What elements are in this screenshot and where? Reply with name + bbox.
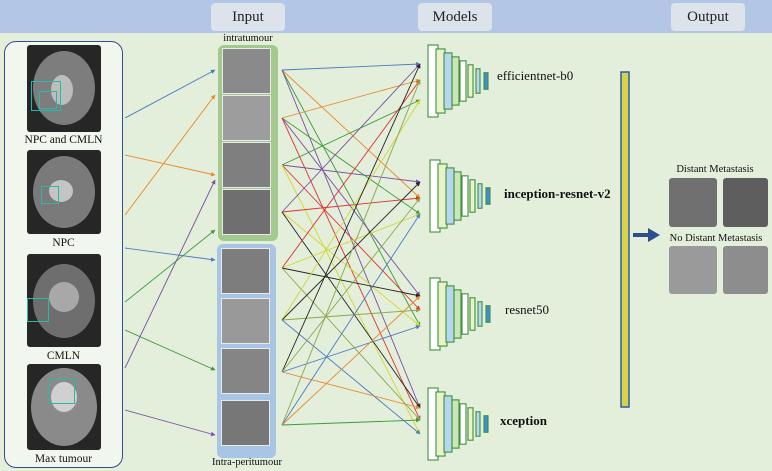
connection-line [281, 213, 421, 426]
model-label-efficientnet: efficientnet-b0 [497, 68, 574, 83]
intratumour-label: intratumour [223, 33, 273, 44]
connection-line [281, 164, 421, 311]
caption-npc: NPC [52, 237, 75, 249]
intratumour-group [218, 45, 278, 241]
input-header: Input [211, 3, 285, 31]
model-layer [445, 285, 455, 343]
model-layer [483, 72, 489, 90]
scan-max-tumour [27, 364, 101, 450]
caption-npc-cmln: NPC and CMLN [24, 134, 103, 146]
model-layer [461, 175, 469, 217]
model-layer [443, 52, 453, 110]
caption-max-tumour: Max tumour [34, 453, 93, 465]
result-arrow [633, 228, 660, 242]
connection-line [124, 69, 216, 119]
connection-line [281, 295, 421, 426]
caption-cmln: CMLN [46, 350, 81, 362]
model-layer [451, 56, 460, 106]
connection-line [281, 69, 421, 409]
connection-line [281, 69, 421, 199]
intratumour-patch [222, 142, 271, 188]
connection-line [281, 69, 421, 327]
connection-line [124, 409, 216, 437]
connection-line [281, 211, 421, 409]
connection-line [281, 117, 421, 215]
model-layer [477, 183, 483, 209]
connection-line [281, 79, 421, 426]
connection-line [281, 319, 421, 435]
model-layer [461, 293, 469, 335]
connection-line [124, 94, 216, 216]
model-label-resnet50: resnet50 [505, 302, 550, 317]
output-no-distant-patch [669, 246, 717, 294]
models-header: Models [418, 3, 492, 31]
connection-line [281, 197, 421, 373]
connection-line [281, 325, 421, 373]
model-layer [477, 301, 483, 327]
peritumour-patch [221, 298, 270, 344]
intra-peritumour-label: Intra-peritumour [212, 457, 282, 468]
header-bar [0, 0, 772, 33]
intra-peritumour-group [217, 244, 276, 458]
connection-line [281, 371, 421, 410]
connection-line [281, 79, 421, 269]
connection-line [281, 308, 421, 321]
connection-line [124, 229, 216, 303]
model-layer [453, 171, 462, 221]
model-layer [451, 399, 460, 449]
peritumour-patch [221, 400, 270, 446]
output-distant-label: Distant Metastasis [676, 164, 754, 175]
output-distant-patch [669, 178, 717, 227]
model-label-xception: xception [500, 413, 547, 428]
intratumour-patch [222, 95, 271, 141]
connection-line [281, 211, 421, 327]
model-layer [459, 403, 467, 445]
connection-line [281, 267, 421, 421]
model-layer [469, 297, 476, 331]
model-layer [475, 411, 481, 437]
connection-line [281, 181, 421, 321]
model-layer [467, 407, 474, 441]
intratumour-patch [222, 48, 271, 94]
model-layer [475, 68, 481, 94]
connection-line [281, 117, 421, 297]
output-distant-patch [723, 178, 768, 227]
model-layer [445, 167, 455, 225]
connection-line [281, 196, 421, 213]
model-layer [467, 64, 474, 98]
connection-line [281, 63, 421, 373]
connection-line [281, 213, 421, 269]
scan-npc-cmln [27, 45, 101, 132]
model-layer [485, 187, 491, 205]
intratumour-patch [222, 189, 271, 235]
connection-line [281, 61, 421, 71]
feature-fusion-bar [620, 71, 630, 408]
connection-line [281, 267, 421, 298]
connection-line [281, 78, 421, 119]
connection-line [124, 154, 216, 177]
connection-line [124, 329, 216, 371]
output-header: Output [671, 3, 745, 31]
connection-line [124, 179, 216, 369]
peritumour-patch [221, 348, 270, 394]
output-no-distant-patch [723, 246, 768, 294]
model-layer [459, 60, 467, 102]
model-label-inception: inception-resnet-v2 [504, 186, 611, 201]
connection-line [281, 63, 421, 213]
model-layer [469, 179, 476, 213]
model-layer [443, 395, 453, 453]
model-layer [453, 289, 462, 339]
output-no-distant-label: No Distant Metastasis [669, 233, 763, 244]
scan-cmln [27, 254, 101, 347]
model-layer [485, 305, 491, 323]
model-layer [483, 415, 489, 433]
scan-npc [27, 150, 101, 234]
connection-line [281, 417, 421, 426]
peritumour-patch [221, 248, 270, 294]
connection-line [124, 247, 216, 262]
